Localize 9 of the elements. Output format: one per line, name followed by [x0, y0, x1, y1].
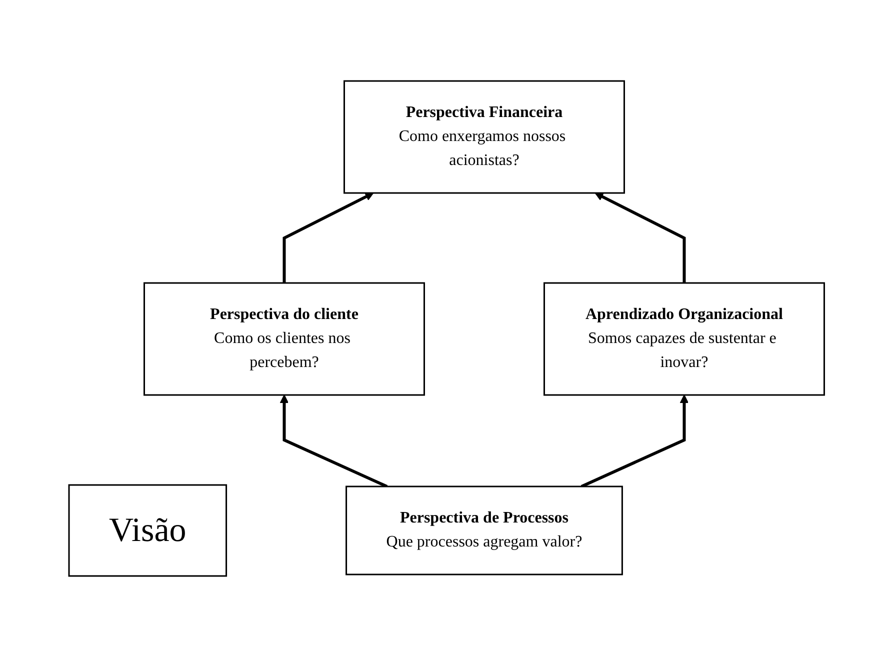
- arrow: [594, 192, 686, 283]
- node-box: Perspectiva de Processos Que processos agregam valor?: [345, 486, 623, 576]
- node-box: Perspectiva Financeira Como enxergamos nossos acionistas?: [343, 80, 625, 194]
- arrow: [580, 394, 688, 488]
- arrow: [282, 192, 374, 283]
- arrow: [280, 394, 388, 488]
- node-box: Perspectiva do cliente Como os clientes nos percebem?: [143, 282, 425, 396]
- node-box: Aprendizado Organizacional Somos capazes de sustentar e inovar?: [543, 282, 825, 396]
- node-box: Visão: [68, 484, 227, 577]
